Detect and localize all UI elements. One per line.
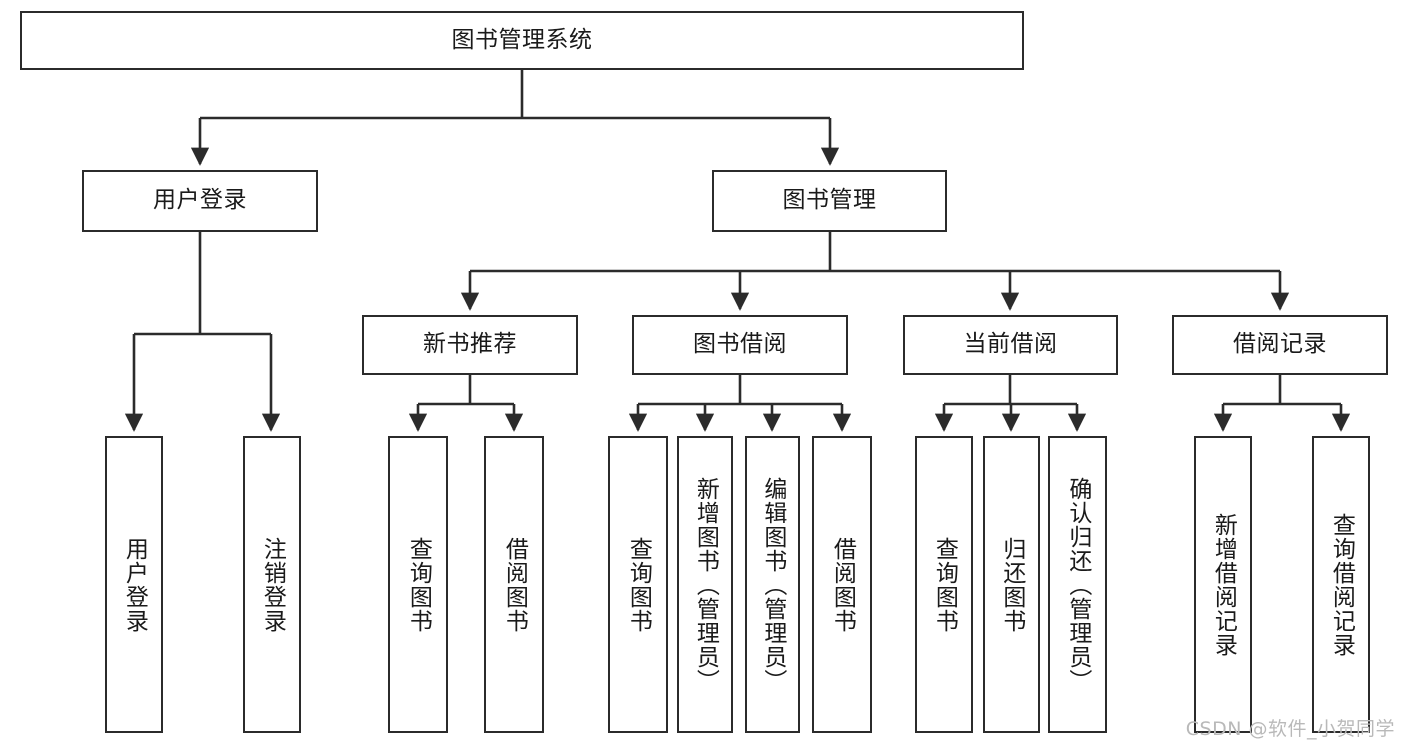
node-leaf-borrow-book-2[interactable]: 借阅图书 bbox=[812, 436, 872, 733]
node-leaf-query-book-2-label: 查询图书 bbox=[625, 536, 652, 633]
node-leaf-query-book-3-label: 查询图书 bbox=[931, 536, 958, 633]
node-leaf-borrow-book-2-label: 借阅图书 bbox=[829, 536, 856, 633]
node-user-login[interactable]: 用户登录 bbox=[82, 170, 318, 232]
node-leaf-confirm-return-label: 确认归还（管理员） bbox=[1064, 476, 1091, 693]
node-book-manage-label: 图书管理 bbox=[782, 187, 877, 214]
node-leaf-add-book-label: 新增图书（管理员） bbox=[692, 476, 719, 693]
node-borrow-record[interactable]: 借阅记录 bbox=[1172, 315, 1388, 375]
node-leaf-logout-login[interactable]: 注销登录 bbox=[243, 436, 301, 733]
csdn-watermark: CSDN @软件_小贺同学 bbox=[1185, 718, 1395, 740]
node-current-borrow[interactable]: 当前借阅 bbox=[903, 315, 1118, 375]
node-leaf-add-book[interactable]: 新增图书（管理员） bbox=[677, 436, 733, 733]
node-leaf-query-book-2[interactable]: 查询图书 bbox=[608, 436, 668, 733]
node-leaf-borrow-book-1[interactable]: 借阅图书 bbox=[484, 436, 544, 733]
node-user-login-label: 用户登录 bbox=[153, 187, 247, 214]
node-leaf-query-book-1[interactable]: 查询图书 bbox=[388, 436, 448, 733]
node-leaf-user-login-label: 用户登录 bbox=[121, 536, 148, 633]
node-leaf-borrow-book-1-label: 借阅图书 bbox=[501, 536, 528, 633]
node-leaf-query-book-1-label: 查询图书 bbox=[405, 536, 432, 633]
node-new-book-recommend-label: 新书推荐 bbox=[423, 331, 517, 358]
node-leaf-query-book-3[interactable]: 查询图书 bbox=[915, 436, 973, 733]
node-leaf-edit-book[interactable]: 编辑图书（管理员） bbox=[745, 436, 800, 733]
node-book-borrow-label: 图书借阅 bbox=[693, 331, 787, 358]
node-leaf-confirm-return[interactable]: 确认归还（管理员） bbox=[1048, 436, 1107, 733]
node-leaf-query-borrow-record-label: 查询借阅记录 bbox=[1328, 512, 1355, 657]
node-leaf-add-borrow-record-label: 新增借阅记录 bbox=[1210, 512, 1237, 657]
node-leaf-add-borrow-record[interactable]: 新增借阅记录 bbox=[1194, 436, 1252, 733]
node-leaf-edit-book-label: 编辑图书（管理员） bbox=[759, 476, 786, 693]
node-leaf-user-login[interactable]: 用户登录 bbox=[105, 436, 163, 733]
node-borrow-record-label: 借阅记录 bbox=[1233, 331, 1327, 358]
node-leaf-logout-login-label: 注销登录 bbox=[259, 536, 286, 633]
node-current-borrow-label: 当前借阅 bbox=[963, 331, 1058, 358]
node-leaf-return-book[interactable]: 归还图书 bbox=[983, 436, 1040, 733]
node-root-label: 图书管理系统 bbox=[451, 26, 593, 53]
node-book-borrow[interactable]: 图书借阅 bbox=[632, 315, 848, 375]
node-leaf-return-book-label: 归还图书 bbox=[998, 536, 1025, 633]
node-leaf-query-borrow-record[interactable]: 查询借阅记录 bbox=[1312, 436, 1370, 733]
node-new-book-recommend[interactable]: 新书推荐 bbox=[362, 315, 578, 375]
node-root[interactable]: 图书管理系统 bbox=[20, 11, 1024, 70]
node-book-manage[interactable]: 图书管理 bbox=[712, 170, 947, 232]
